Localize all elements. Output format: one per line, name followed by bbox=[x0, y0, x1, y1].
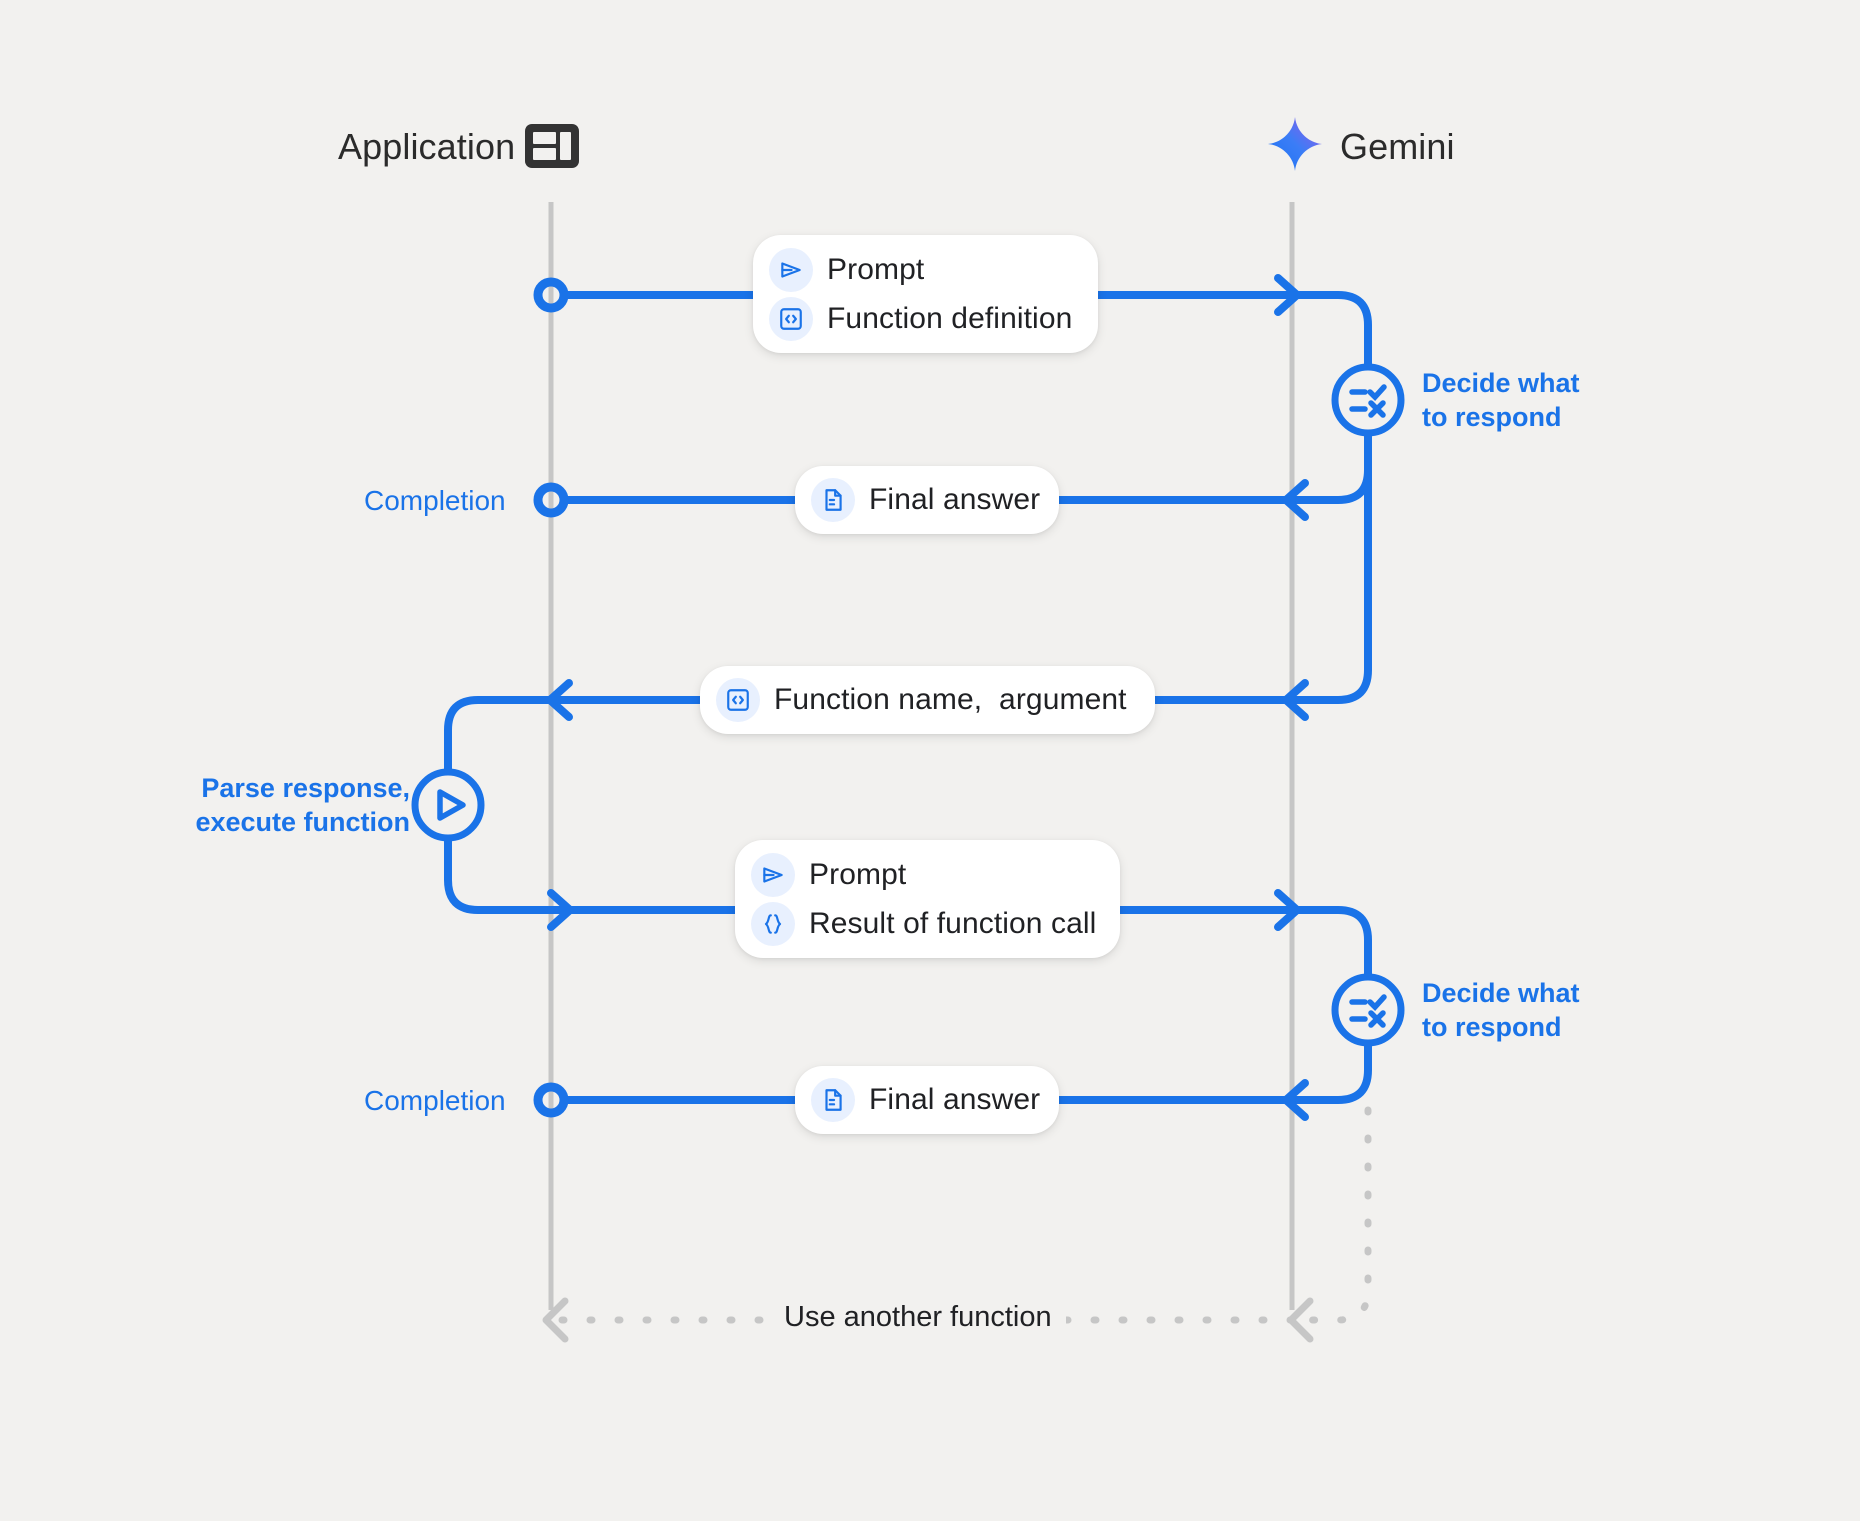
connector-decide-1-to-function-call bbox=[1288, 396, 1372, 704]
document-icon bbox=[811, 478, 855, 522]
message-bubble-final-answer-2[interactable]: Final answer bbox=[795, 1066, 1059, 1134]
process-node-decide-2-label: Decide what to respond bbox=[1422, 978, 1580, 1042]
bubble-row-label: Final answer bbox=[869, 1083, 1041, 1116]
loop-label: Use another function bbox=[770, 1301, 1066, 1334]
bubble-row: Function name, argument bbox=[716, 674, 1129, 726]
bubble-row: Final answer bbox=[811, 474, 1040, 526]
bubble-row: Prompt bbox=[769, 245, 1072, 294]
arrowhead-through-application-lifeline bbox=[547, 889, 574, 931]
send-icon bbox=[751, 852, 795, 897]
message-bubble-final-answer-1[interactable]: Final answer bbox=[795, 466, 1059, 534]
completion-label-1: Completion bbox=[364, 485, 506, 516]
process-node-decide-1 bbox=[1331, 363, 1405, 437]
bubble-row: Result of function call bbox=[751, 899, 1097, 948]
arrowhead-into-application-1 bbox=[546, 679, 573, 721]
message-origin-marker-2 bbox=[533, 482, 569, 518]
bubble-row-label: Function definition bbox=[827, 301, 1073, 335]
bubble-row-label: Result of function call bbox=[809, 906, 1097, 940]
message-origin-marker-3 bbox=[533, 1082, 569, 1118]
curly-braces-icon bbox=[751, 901, 795, 946]
process-node-parse-execute bbox=[411, 768, 485, 842]
message-bubble-prompt-function-definition[interactable]: Prompt Function definition bbox=[753, 235, 1098, 353]
process-node-parse-execute-label: Parse response, execute function bbox=[195, 773, 410, 837]
document-icon bbox=[811, 1078, 855, 1122]
code-brackets-icon bbox=[769, 296, 813, 341]
message-bubble-prompt-result-of-function-call[interactable]: Prompt Result of function call bbox=[735, 840, 1120, 958]
completion-label-2: Completion bbox=[364, 1085, 506, 1116]
bubble-row-label: Prompt bbox=[809, 857, 907, 891]
arrowhead-from-gemini-3 bbox=[1282, 1079, 1309, 1121]
bubble-row-label: Function name, argument bbox=[774, 683, 1127, 716]
connector-gemini-to-decide-2 bbox=[1288, 906, 1372, 1014]
lane-header-gemini-label: Gemini bbox=[1340, 126, 1455, 167]
connector-function-name-argument bbox=[444, 696, 1296, 774]
process-node-decide-2 bbox=[1331, 973, 1405, 1047]
bubble-row: Prompt bbox=[751, 850, 1094, 899]
bubble-row: Function definition bbox=[769, 294, 1072, 343]
loop-arrowhead-mid bbox=[1287, 1297, 1314, 1343]
code-brackets-icon bbox=[716, 678, 760, 722]
loop-arrowhead-end bbox=[542, 1297, 569, 1343]
arrowhead-from-gemini-2 bbox=[1282, 679, 1309, 721]
send-icon bbox=[769, 247, 813, 292]
bubble-row-label: Prompt bbox=[827, 252, 925, 286]
arrowhead-from-gemini-1 bbox=[1282, 479, 1309, 521]
bubble-row: Final answer bbox=[811, 1074, 1040, 1126]
bubble-row-label: Final answer bbox=[869, 483, 1041, 516]
connector-parse-to-gemini bbox=[444, 834, 1296, 914]
gemini-sparkle-icon bbox=[1268, 117, 1322, 171]
dashboard-icon bbox=[525, 124, 579, 168]
connector-decide-2-to-final-answer bbox=[1288, 1006, 1372, 1104]
connector-gemini-to-decide-1 bbox=[1288, 291, 1372, 404]
process-node-decide-1-label: Decide what to respond bbox=[1422, 368, 1580, 432]
message-bubble-function-name-argument[interactable]: Function name, argument bbox=[700, 666, 1155, 734]
lane-header-application-label: Application bbox=[338, 126, 516, 167]
